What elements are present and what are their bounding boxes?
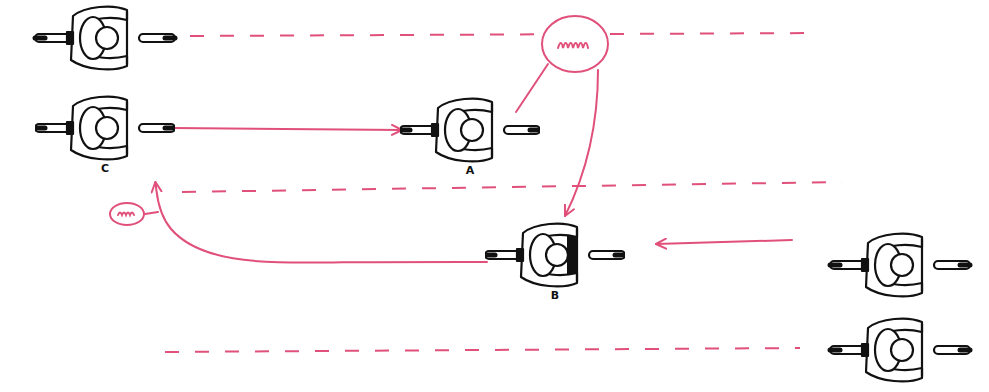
rider-symbol xyxy=(830,319,970,382)
rider-label: B xyxy=(485,290,625,302)
move-arrow xyxy=(656,240,792,244)
rider-symbol xyxy=(400,95,540,167)
lane-line xyxy=(165,348,800,352)
leader-line xyxy=(145,212,158,214)
lane-line xyxy=(190,33,820,36)
leader-arrow xyxy=(565,70,598,216)
rider-node: A xyxy=(400,95,540,185)
move-arrow xyxy=(173,128,402,130)
shaded-jersey xyxy=(567,235,577,275)
rider-symbol xyxy=(35,7,175,70)
rider-drawing xyxy=(35,97,175,160)
rider-symbol xyxy=(35,93,175,165)
rider-symbol xyxy=(830,234,970,297)
speech-bubble xyxy=(110,203,144,225)
other-riders xyxy=(35,7,970,382)
rider-node: B xyxy=(485,220,625,310)
scribble xyxy=(118,213,134,216)
speech-bubble xyxy=(542,16,608,72)
lane-lines xyxy=(165,33,842,352)
rider-node: C xyxy=(35,93,175,183)
scribble xyxy=(558,43,588,48)
rider-symbol xyxy=(485,220,625,292)
rider-label: C xyxy=(35,163,175,175)
rider-drawing xyxy=(485,224,625,287)
rider-drawing xyxy=(400,99,540,162)
speech-bubbles xyxy=(110,16,792,244)
rider-label: A xyxy=(400,165,540,177)
leader-line xyxy=(516,64,548,112)
lane-line xyxy=(182,182,842,192)
move-arrow xyxy=(155,182,487,263)
